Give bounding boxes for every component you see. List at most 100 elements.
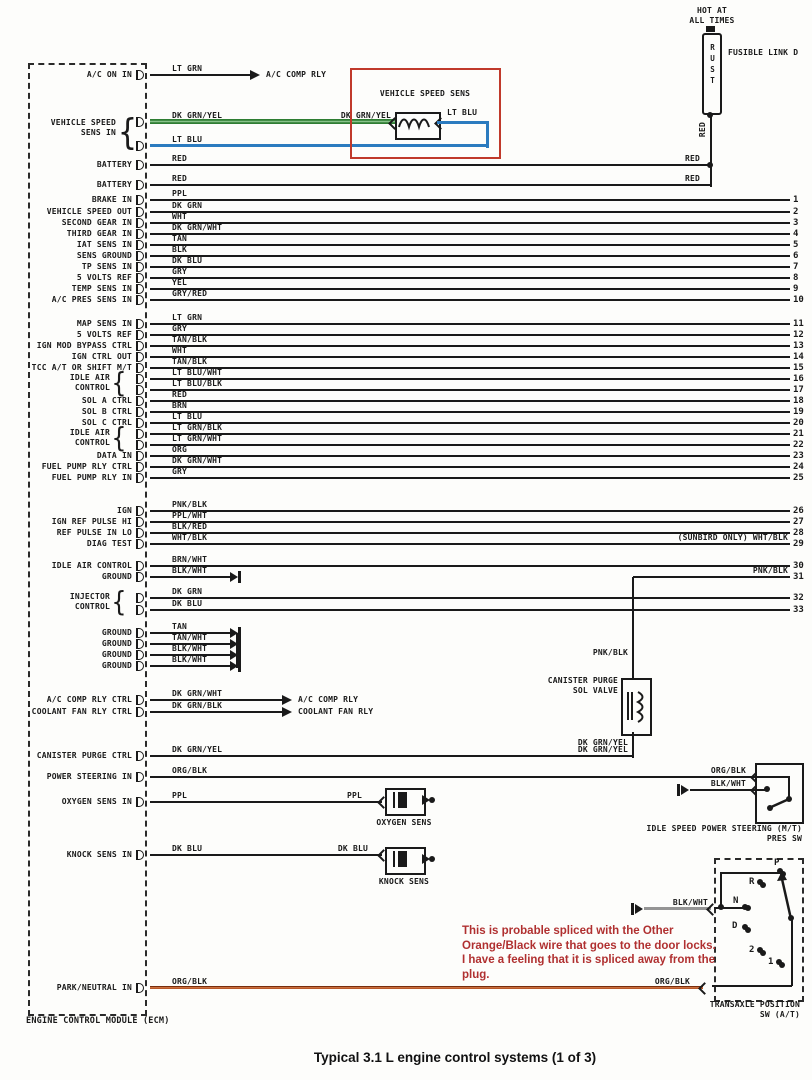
wire-line	[644, 907, 711, 910]
pin-number: 26	[793, 506, 804, 516]
ecm-pin-icon	[136, 407, 144, 417]
ecm-pin-icon	[136, 440, 144, 450]
transaxle-position-dot	[760, 950, 766, 956]
row-label: GROUND	[101, 572, 132, 581]
transaxle-position-letter: 1	[768, 957, 774, 967]
pin-number: 11	[793, 319, 804, 329]
ecm-pin-icon	[136, 772, 144, 782]
ecm-pin-icon	[136, 352, 144, 362]
wire-line	[150, 776, 755, 778]
wire-color-label: GRY/RED	[172, 289, 208, 298]
row-label: A/C COMP RLY CTRL	[46, 695, 132, 704]
wire-line	[150, 632, 230, 634]
pin-number: 12	[793, 330, 804, 340]
row-label: FUEL PUMP RLY CTRL	[41, 462, 132, 471]
pin-number: 6	[793, 251, 799, 261]
junction-dot	[757, 879, 763, 885]
fuse-terminal	[706, 26, 715, 32]
wire-segment	[632, 577, 634, 678]
row-label: COOLANT FAN RLY CTRL	[31, 707, 132, 716]
row-label: BRAKE IN	[91, 195, 132, 204]
junction-dot	[767, 805, 773, 811]
wire-segment	[757, 789, 767, 791]
pin-number: 32	[793, 593, 804, 603]
junction-dot	[757, 947, 763, 953]
ground-icon	[635, 904, 643, 914]
wire-color-label: GRY	[172, 467, 188, 476]
wire-line	[150, 565, 790, 567]
ecm-pin-icon	[136, 605, 144, 615]
wire-color-label: BLK/RED	[172, 522, 208, 531]
wire-line	[150, 801, 382, 803]
row-label: SENS GROUND	[76, 251, 132, 260]
canister-label: CANISTER PURGE SOL VALVE	[547, 676, 618, 695]
group-brace: {	[111, 366, 127, 399]
ecm-label: ENGINE CONTROL MODULE (ECM)	[26, 1016, 170, 1026]
wire-color-label-right: ORG/BLK	[710, 766, 746, 775]
wire-color-label: TAN/BLK	[172, 357, 208, 366]
wire-color-label: DK GRN/WHT	[172, 689, 223, 698]
wire-line	[150, 854, 382, 856]
pin-number: 10	[793, 295, 804, 305]
wire-line	[150, 455, 790, 457]
ecm-pin-icon	[136, 695, 144, 705]
ground-icon-bar	[677, 784, 680, 796]
row-label: SOL C CTRL	[81, 418, 132, 427]
wire-segment	[632, 732, 634, 758]
arrowhead-icon	[250, 70, 260, 80]
wire-color-label: LT BLU/WHT	[172, 368, 223, 377]
junction-dot	[788, 915, 794, 921]
wire-line	[690, 789, 755, 791]
ecm-pin-icon	[136, 284, 144, 294]
row-label: MAP SENS IN	[76, 319, 132, 328]
wire-segment	[720, 874, 722, 909]
wire-line	[150, 222, 790, 224]
ecm-pin-icon	[136, 70, 144, 80]
ecm-pin-icon	[136, 418, 144, 428]
row-label: SECOND GEAR IN	[61, 218, 132, 227]
wire-color-label: RED	[172, 174, 188, 183]
arrow-target-label: COOLANT FAN RLY	[298, 707, 374, 716]
ecm-pin-icon	[136, 561, 144, 571]
wire-color-label: DK GRN/YEL	[172, 745, 223, 754]
ecm-pin-icon	[136, 141, 144, 151]
transaxle-position-letter: 2	[749, 945, 755, 955]
knock-sensor-element	[398, 851, 407, 867]
pin-number: 4	[793, 229, 799, 239]
junction-dot	[776, 959, 782, 965]
wire-color-label-right: (SUNBIRD ONLY) WHT/BLK	[677, 533, 788, 542]
group-brace: {	[111, 585, 127, 618]
ground-icon-bar	[238, 571, 241, 583]
wire-line	[150, 255, 790, 257]
wire-line	[150, 356, 790, 358]
pin-number: 3	[793, 218, 799, 228]
wire-line	[150, 144, 487, 147]
row-label: BATTERY	[96, 160, 132, 169]
wire-line	[150, 334, 790, 336]
wire-color-label: DK GRN	[172, 587, 203, 596]
row-label: GROUND	[101, 628, 132, 637]
wire-color-label: DK GRN/BLK	[172, 701, 223, 710]
ecm-pin-icon	[136, 207, 144, 217]
knock-right-pin-icon	[422, 854, 430, 864]
wire-color-label: TAN	[172, 622, 188, 631]
vss-sensor	[395, 112, 441, 140]
wire-line	[150, 411, 790, 413]
wire-color-label: RED	[172, 390, 188, 399]
pin-number: 23	[793, 451, 804, 461]
group-brace: {	[111, 421, 127, 454]
wire-color-label: DK BLU	[172, 599, 203, 608]
wire-line	[150, 699, 282, 701]
wire-line	[150, 422, 790, 424]
row-label: TP SENS IN	[81, 262, 132, 271]
wire-color-label: PPL	[172, 189, 188, 198]
row-label: GROUND	[101, 661, 132, 670]
ecm-pin-icon	[136, 528, 144, 538]
wire-line	[150, 643, 230, 645]
pin-number: 9	[793, 284, 799, 294]
wire-line	[150, 233, 790, 235]
wire-color-label-right: BLK/WHT	[672, 898, 708, 907]
ecm-pin-icon	[136, 661, 144, 671]
wire-color-label: WHT	[172, 212, 188, 221]
wire-color-label-right: BLK/WHT	[710, 779, 746, 788]
